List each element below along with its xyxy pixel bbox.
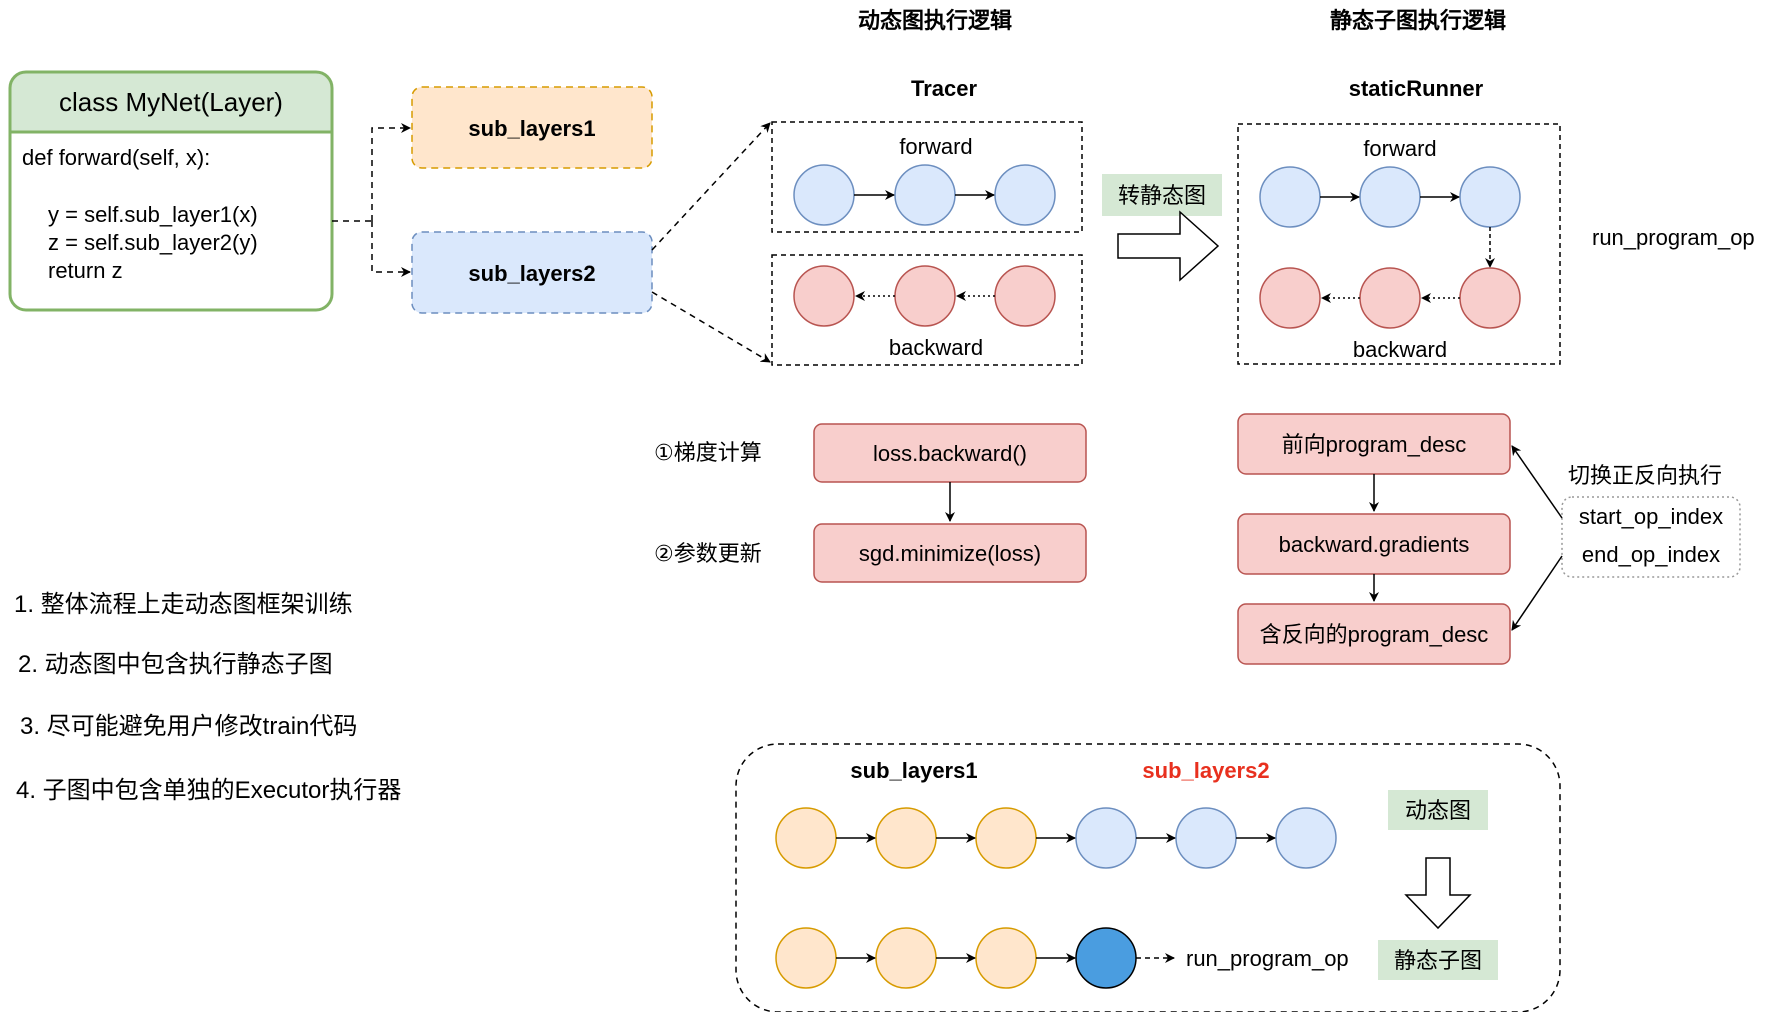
note-item: 2. 动态图中包含执行静态子图 [18,651,333,678]
start-op-index-label: start_op_index [1579,504,1723,529]
static-backward-node [1259,267,1321,329]
backward-program-desc-box: 含反向的program_desc [1237,603,1511,665]
index-to-forward-arrow [1511,445,1563,519]
dynamic-row-node [1275,807,1337,869]
tracer-forward-node [793,164,855,226]
loss-backward-box: loss.backward() [813,423,1087,483]
note-item: 4. 子图中包含单独的Executor执行器 [16,777,401,804]
tracer-header: Tracer [911,76,977,101]
forward-program-desc-box: 前向program_desc [1237,413,1511,475]
class-mynet-box: class MyNet(Layer) def forward(self, x):… [8,70,334,312]
static-subgraph-tag [1378,940,1498,980]
static-runner-header: staticRunner [1349,76,1484,101]
sub-layers2-box: sub_layers2 [411,231,653,314]
code-line-y: y = self.sub_layer1(x) [48,202,258,227]
static-subgraph-label: 静态子图 [1394,948,1482,973]
tracer-backward-graph: backward [771,254,1083,366]
dynamic-graph-label: 动态图 [1405,798,1471,823]
static-row-node [875,927,937,989]
sgd-minimize-box: sgd.minimize(loss) [813,523,1087,583]
dynamic-row-node [1075,807,1137,869]
class-title: class MyNet(Layer) [59,87,283,117]
static-forward-node [1359,166,1421,228]
tracer-backward-label: backward [889,335,983,360]
dynamic-logic-header: 动态图执行逻辑 [858,8,1012,33]
index-to-backward-arrow [1511,555,1563,631]
note-item: 1. 整体流程上走动态图框架训练 [14,591,353,618]
static-backward-label: backward [1353,337,1447,362]
tracer-forward-label: forward [899,134,972,159]
tracer-forward-node [994,164,1056,226]
sub-layers2-label: sub_layers2 [468,261,595,286]
sub-layers1-label: sub_layers1 [468,116,595,141]
static-runner-graph: forward backward [1237,123,1561,365]
run-program-op-label: run_program_op [1592,225,1755,250]
tracer-backward-node [793,265,855,327]
code-line-z: z = self.sub_layer2(y) [48,230,258,255]
subgraph-comparison-panel: sub_layers1 sub_layers2 run_program_op 动… [735,743,1561,1012]
down-arrow [1404,857,1472,930]
tracer-forward-node [894,164,956,226]
tracer-backward-node [894,265,956,327]
bottom-sub-layers1-label: sub_layers1 [850,758,977,783]
code-line-def: def forward(self, x): [22,145,210,170]
op-index-box: start_op_index end_op_index [1561,496,1741,578]
static-forward-label: forward [1363,136,1436,161]
static-backward-node [1459,267,1521,329]
param-update-step-label: ②参数更新 [654,541,762,566]
dynamic-row-node [875,807,937,869]
static-forward-node [1259,166,1321,228]
static-row-node [775,927,837,989]
static-logic-header: 静态子图执行逻辑 [1330,8,1506,33]
bottom-run-program-op-label: run_program_op [1186,946,1349,971]
dynamic-row-node [1175,807,1237,869]
switch-direction-label: 切换正反向执行 [1568,463,1722,488]
sublayers2-to-tracer-connector [651,122,771,363]
dynamic-row-node [975,807,1037,869]
tracer-backward-node [994,265,1056,327]
static-backward-node [1359,267,1421,329]
sgd-minimize-label: sgd.minimize(loss) [859,541,1041,566]
backward-gradients-box: backward.gradients [1237,513,1511,575]
code-line-return: return z [48,258,123,283]
convert-label: 转静态图 [1118,183,1206,208]
end-op-index-label: end_op_index [1582,542,1720,567]
forward-program-desc-label: 前向program_desc [1282,432,1467,457]
backward-program-desc-label: 含反向的program_desc [1260,622,1489,647]
note-item: 3. 尽可能避免用户修改train代码 [20,713,357,740]
backward-gradients-label: backward.gradients [1279,532,1470,557]
static-row-node [975,927,1037,989]
dynamic-row-node [775,807,837,869]
run-program-op-node [1075,927,1137,989]
notes-list: 1. 整体流程上走动态图框架训练 2. 动态图中包含执行静态子图 3. 尽可能避… [14,591,401,804]
static-forward-node [1459,166,1521,228]
tracer-forward-graph: forward [771,121,1083,233]
bottom-sub-layers2-label: sub_layers2 [1142,758,1269,783]
gradient-step-label: ①梯度计算 [654,440,762,465]
loss-backward-label: loss.backward() [873,441,1027,466]
dynamic-graph-tag [1388,790,1488,830]
convert-arrow [1117,210,1220,282]
convert-to-static: 转静态图 [1102,174,1222,282]
class-to-sublayers-connector [332,123,411,277]
sub-layers1-box: sub_layers1 [411,86,653,169]
